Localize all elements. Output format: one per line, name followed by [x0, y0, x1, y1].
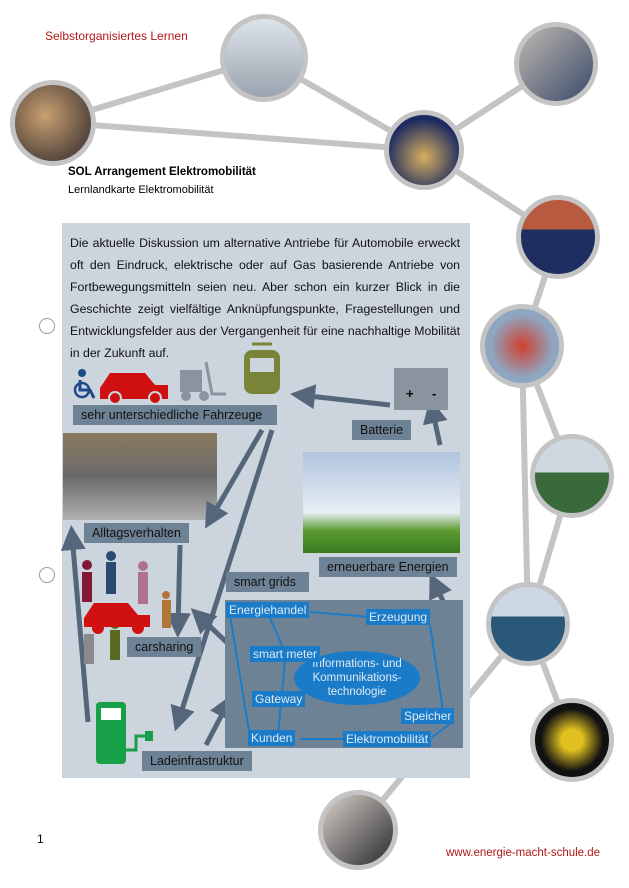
section-title: Selbstorganisiertes Lernen	[45, 29, 188, 43]
radio-button-1[interactable]	[39, 318, 55, 334]
page-number: 1	[37, 832, 44, 846]
photo-circle-students-computer	[318, 790, 398, 870]
label-smart-grids: smart grids	[226, 572, 309, 592]
website-link[interactable]: www.energie-macht-schule.de	[446, 847, 601, 859]
people-icons	[82, 551, 171, 664]
tram-icon	[244, 342, 280, 394]
battery-minus: -	[432, 386, 437, 401]
photo-circle-biogas-plant	[530, 434, 614, 518]
page-subtitle: Lernlandkarte Elektromobilität	[68, 184, 214, 196]
battery-icon	[394, 368, 448, 410]
photo-circle-line-worker	[480, 304, 564, 388]
radio-button-2[interactable]	[39, 567, 55, 583]
node-elektromobilitaet: Elektromobilität	[343, 731, 432, 747]
photo-circle-cables	[530, 698, 614, 782]
label-carsharing: carsharing	[127, 637, 201, 657]
label-batterie: Batterie	[352, 420, 412, 440]
node-speicher: Speicher	[401, 708, 455, 724]
label-alltagsverhalten: Alltagsverhalten	[84, 523, 189, 543]
photo-circle-girl-electronics	[10, 80, 96, 166]
photo-circle-solar-roof	[516, 195, 600, 279]
label-ladeinfrastruktur: Ladeinfrastruktur	[142, 751, 252, 771]
node-smart-meter: smart meter	[250, 646, 321, 662]
node-kunden: Kunden	[248, 730, 296, 746]
label-erneuerbare-energien: erneuerbare Energien	[319, 557, 457, 577]
forklift-icon	[180, 361, 226, 401]
photo-circle-students-lab	[514, 22, 598, 106]
photo-circle-refinery-night	[384, 110, 464, 190]
wheelchair-icon	[73, 369, 96, 399]
wind-turbines-photo	[303, 452, 460, 553]
node-energiehandel: Energiehandel	[226, 602, 310, 618]
photo-circle-power-pylon	[220, 14, 308, 102]
charging-station-icon	[96, 702, 153, 764]
photo-circle-reservoir	[486, 582, 570, 666]
car-icon-red	[100, 373, 168, 405]
node-gateway: Gateway	[252, 691, 306, 707]
battery-plus: +	[406, 386, 414, 401]
intro-text: Die aktuelle Diskussion um alternative A…	[70, 236, 460, 360]
node-erzeugung: Erzeugung	[366, 609, 431, 625]
street-traffic-photo	[63, 433, 217, 520]
page-title: SOL Arrangement Elektromobilität	[68, 166, 256, 178]
label-fahrzeuge: sehr unterschiedliche Fahrzeuge	[73, 405, 277, 425]
